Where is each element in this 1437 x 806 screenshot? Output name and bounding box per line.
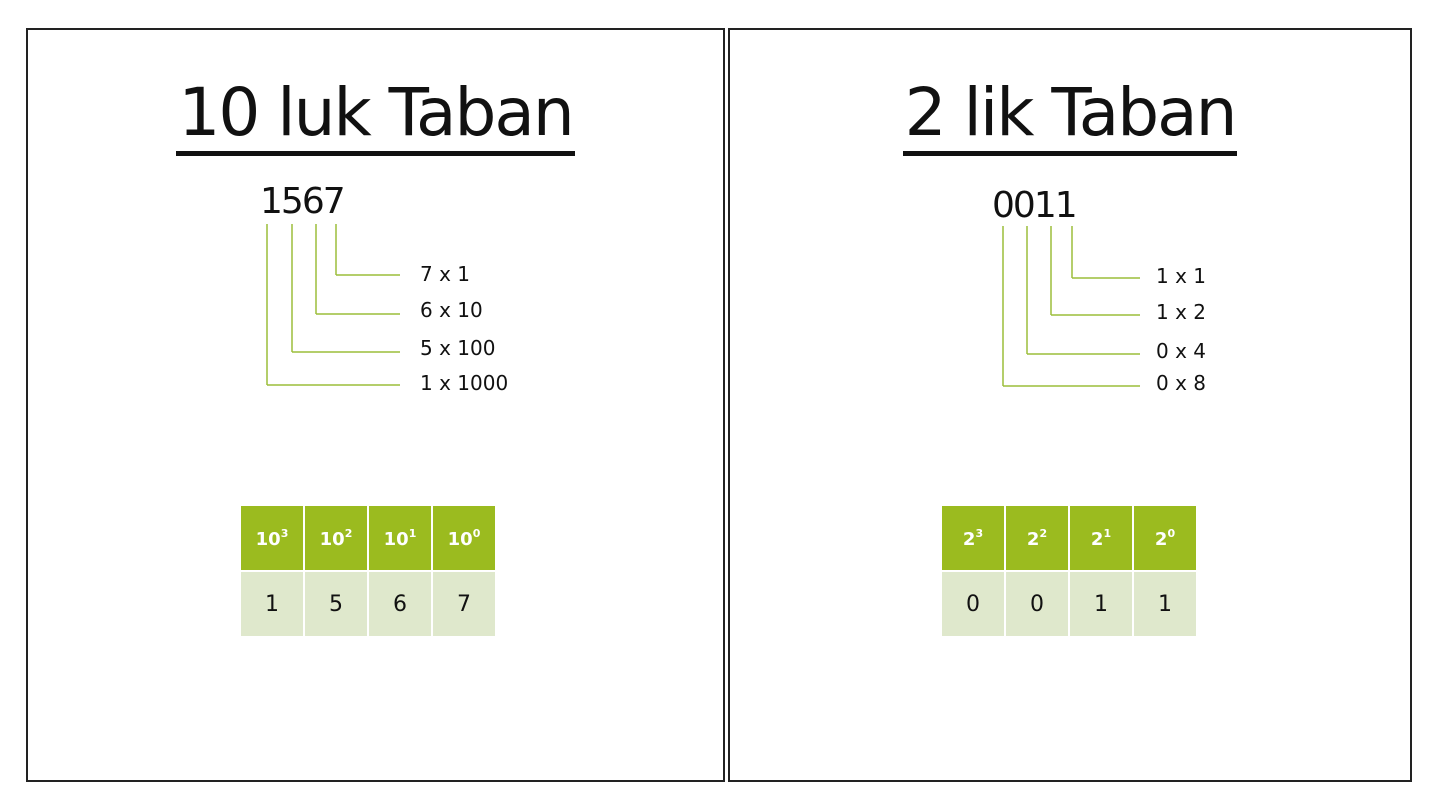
- expansion-fours: 0 x 4: [1156, 339, 1206, 363]
- digit-twos: 1: [1033, 185, 1057, 226]
- header-10-pow-1: 101: [369, 506, 431, 572]
- header-2-pow-0: 20: [1134, 506, 1196, 572]
- digit-fours: 0: [1012, 185, 1036, 226]
- base-10-place-value-table: 103 102 101 100 1 5 6 7: [239, 506, 497, 636]
- header-10-pow-3: 103: [241, 506, 303, 572]
- value-cell: 6: [369, 572, 431, 636]
- expansion-hundreds: 5 x 100: [420, 336, 496, 360]
- value-cell: 5: [305, 572, 367, 636]
- value-cell: 0: [942, 572, 1004, 636]
- digit-tens: 6: [301, 181, 325, 222]
- value-cell: 1: [1070, 572, 1132, 636]
- base-2-panel: 2 lik Taban 0011 1 x 1 1 x 2 0 x 4 0 x 8…: [728, 28, 1412, 782]
- value-cell: 0: [1006, 572, 1068, 636]
- digit-eights: 0: [992, 185, 1015, 226]
- digit-hundreds: 5: [280, 181, 304, 222]
- base-2-number: 0011: [992, 185, 1078, 226]
- header-2-pow-2: 22: [1006, 506, 1068, 572]
- base-10-title: 10 luk Taban: [28, 80, 723, 156]
- expansion-twos: 1 x 2: [1156, 300, 1206, 324]
- expansion-tens: 6 x 10: [420, 298, 483, 322]
- expansion-thousands: 1 x 1000: [420, 371, 509, 395]
- value-cell: 1: [1134, 572, 1196, 636]
- expansion-eights: 0 x 8: [1156, 371, 1206, 395]
- header-2-pow-1: 21: [1070, 506, 1132, 572]
- expansion-ones: 7 x 1: [420, 262, 470, 286]
- value-cell: 7: [433, 572, 495, 636]
- base-10-panel: 10 luk Taban 1567 7 x 1 6 x 10 5 x 100 1…: [26, 28, 725, 782]
- digit-ones: 1: [1054, 185, 1078, 226]
- base-10-number: 1567: [260, 181, 346, 222]
- header-2-pow-3: 23: [942, 506, 1004, 572]
- base-2-title: 2 lik Taban: [730, 80, 1410, 156]
- digit-ones: 7: [322, 181, 346, 222]
- digit-thousands: 1: [260, 181, 283, 222]
- header-10-pow-2: 102: [305, 506, 367, 572]
- value-cell: 1: [241, 572, 303, 636]
- expansion-ones: 1 x 1: [1156, 264, 1206, 288]
- base-2-place-value-table: 23 22 21 20 0 0 1 1: [940, 506, 1198, 636]
- header-10-pow-0: 100: [433, 506, 495, 572]
